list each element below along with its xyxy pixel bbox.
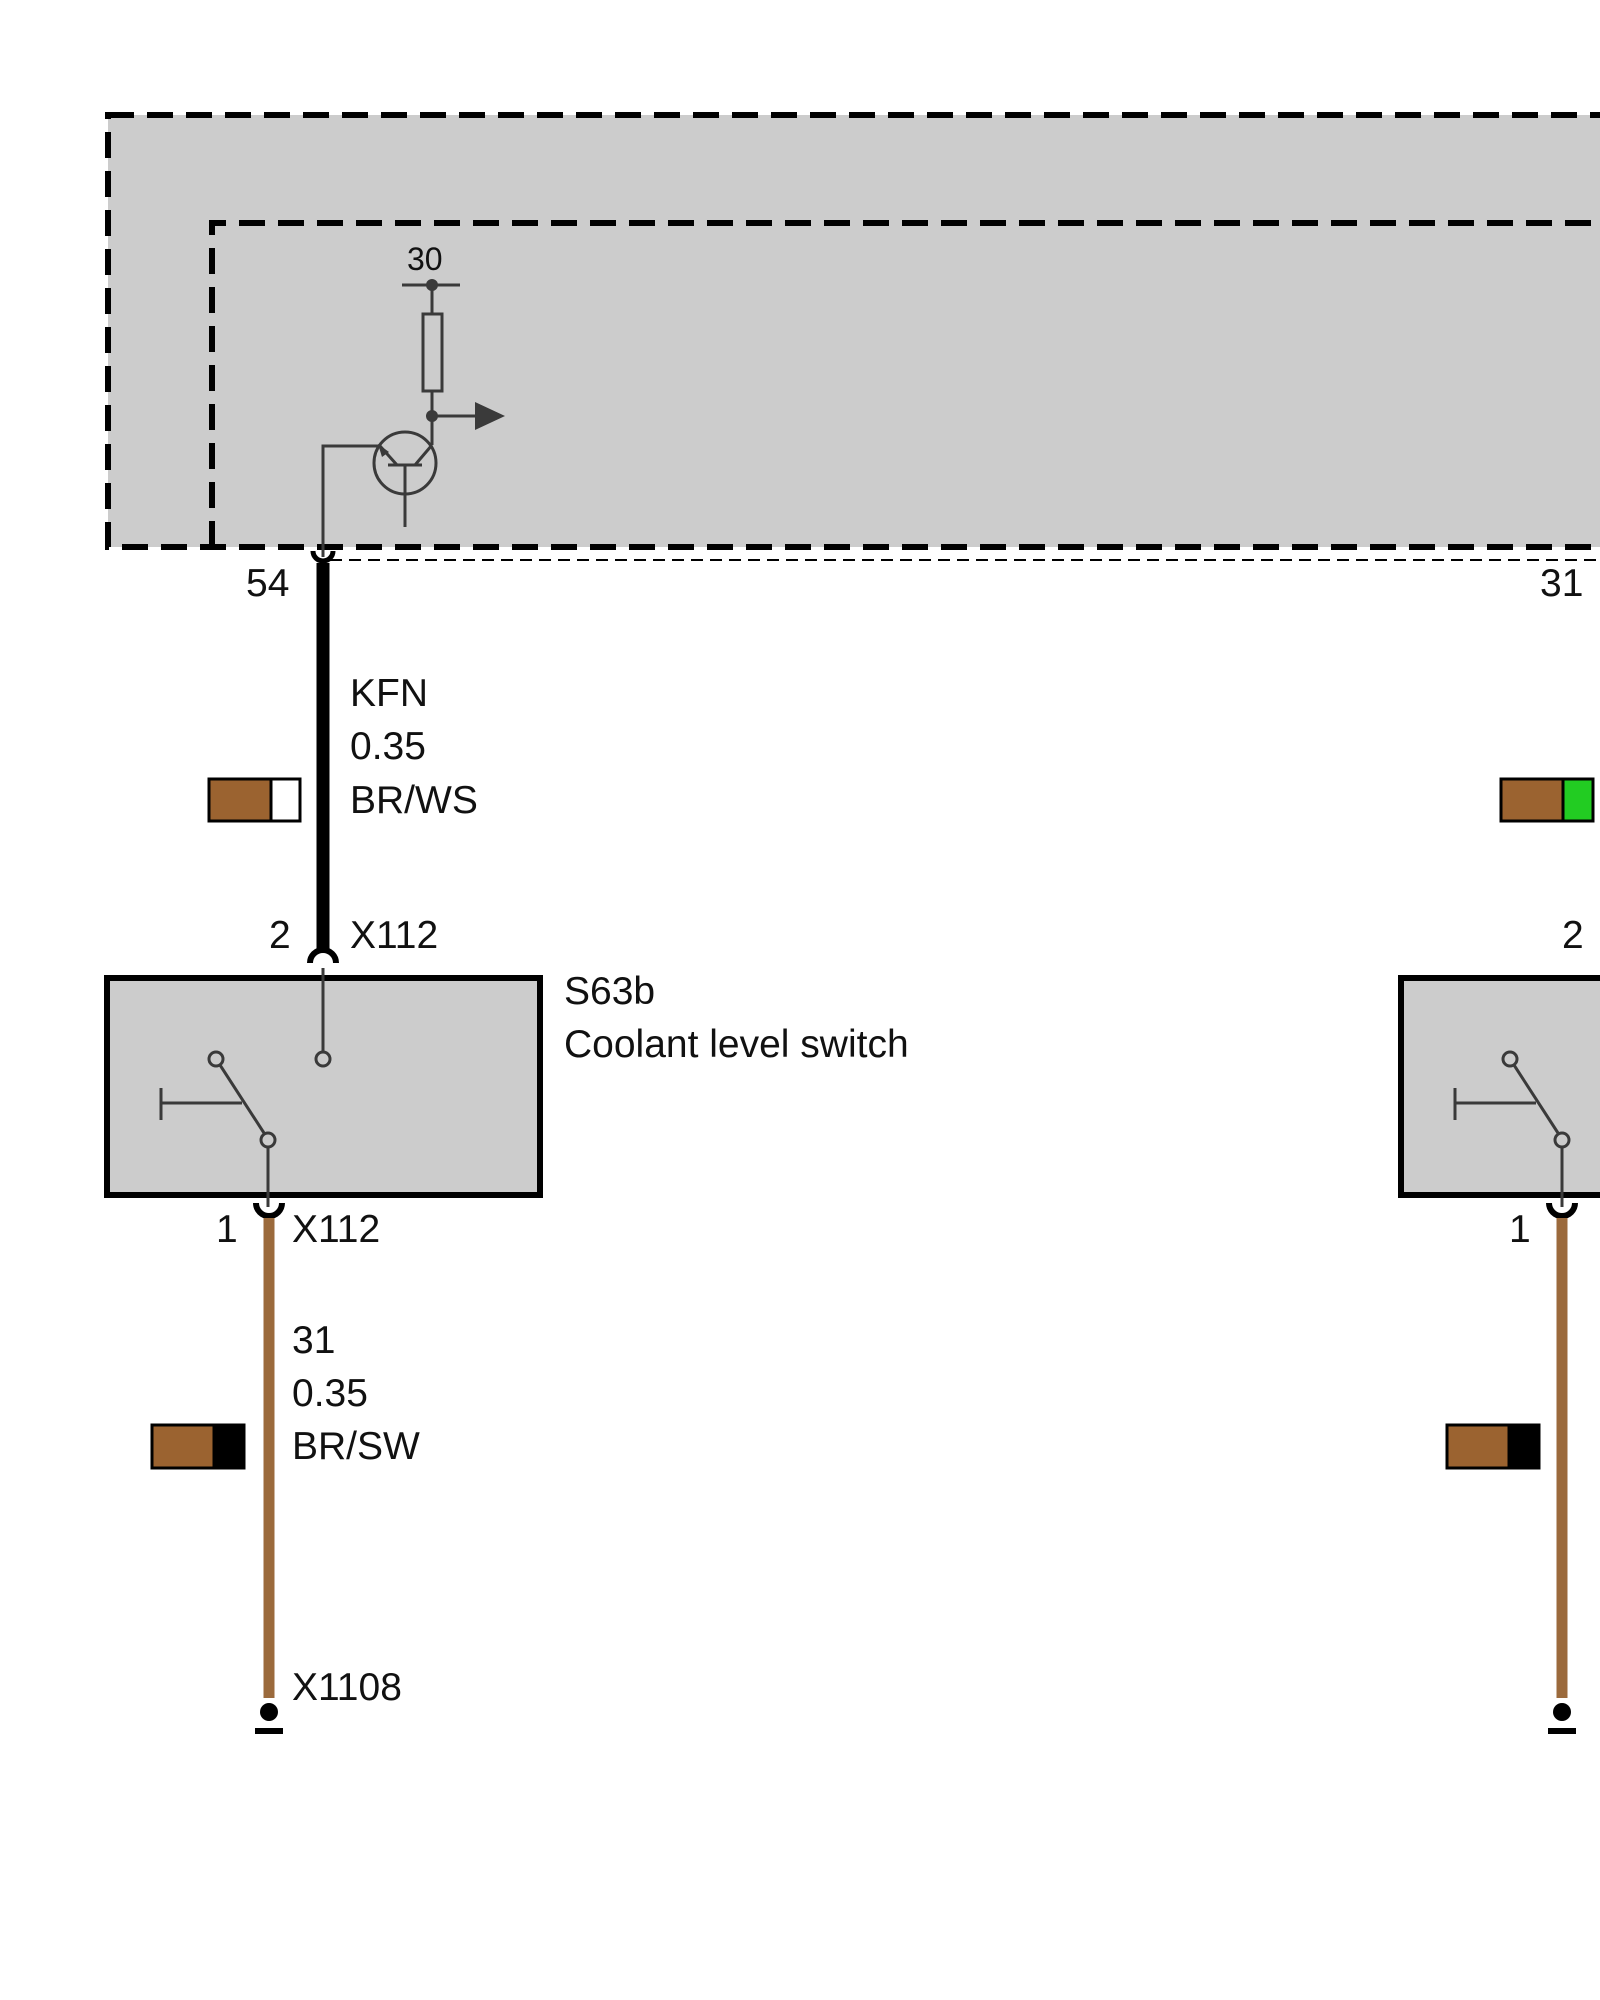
wire-ground-gauge: 0.35	[292, 1372, 368, 1415]
transistor-arrow	[378, 444, 389, 457]
wire-ground-color-swatch	[150, 1423, 246, 1470]
control-module-inner-box	[209, 220, 1600, 547]
pin-54-label: 54	[246, 562, 289, 605]
ground-point-label: X1108	[292, 1666, 402, 1709]
right-switch-symbol	[1453, 1050, 1571, 1207]
right-wire-ground-color-swatch	[1445, 1423, 1541, 1470]
output-arrow-icon	[475, 402, 505, 430]
node-dot	[426, 410, 438, 422]
switch-bottom-connector-label: X112	[292, 1208, 380, 1251]
wire-kfn-color-code: BR/WS	[350, 779, 478, 822]
right-switch-box	[1398, 975, 1600, 1198]
wire-kfn-color-swatch	[207, 777, 302, 823]
wire-ground-name: 31	[292, 1319, 335, 1362]
right-wire-color-swatch	[1499, 777, 1595, 823]
switch-name-label: Coolant level switch	[564, 1023, 909, 1066]
ground-point-dot	[260, 1703, 278, 1721]
switch-symbol	[159, 968, 332, 1207]
terminal-30-label: 30	[407, 241, 443, 277]
switch-top-connector-label: X112	[350, 914, 438, 957]
node-dot	[426, 279, 438, 291]
wire-kfn-gauge: 0.35	[350, 725, 426, 768]
switch-id-label: S63b	[564, 970, 655, 1013]
right-switch-top-pin-label: 2	[1562, 914, 1584, 957]
connector-socket-x112-top	[307, 947, 339, 964]
switch-bottom-pin-label: 1	[216, 1208, 238, 1251]
pin-31-label: 31	[1540, 562, 1583, 605]
connector-socket-x112-bottom	[253, 1202, 285, 1219]
right-connector-socket-bottom	[1546, 1202, 1578, 1219]
right-ground-point-dot	[1553, 1703, 1571, 1721]
wire-ground-color-code: BR/SW	[292, 1425, 420, 1468]
connector-socket-54	[310, 550, 336, 564]
wire-kfn-name: KFN	[350, 672, 428, 715]
control-module-outer-box	[105, 112, 1600, 550]
switch-top-pin-label: 2	[269, 914, 291, 957]
right-switch-bottom-pin-label: 1	[1509, 1208, 1531, 1251]
